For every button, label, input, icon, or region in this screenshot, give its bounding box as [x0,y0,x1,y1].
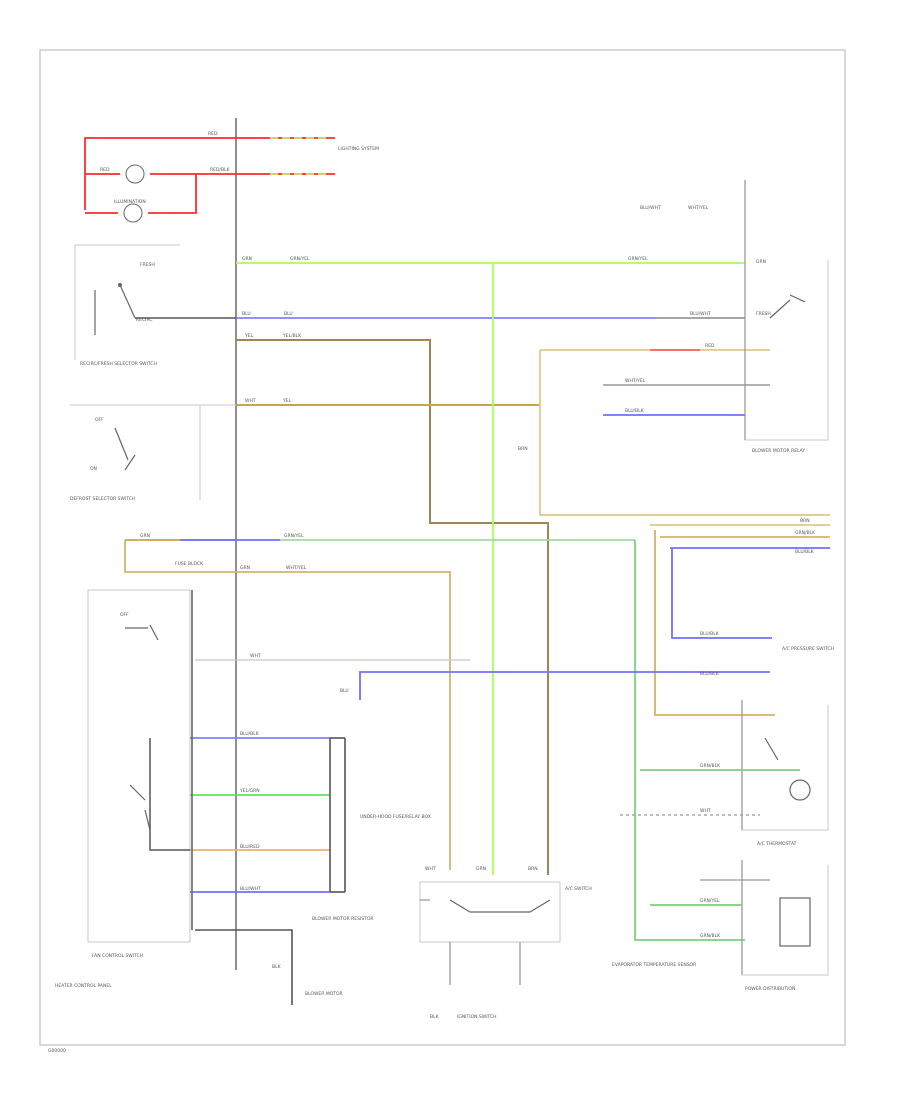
footer-code: G00000 [48,1048,66,1054]
fan-control-switch: OFF FAN CONTROL SWITCH HEATER CONTROL PA… [55,589,191,989]
illumination-bulb-icon [123,203,143,223]
wire-label: BRN [528,866,538,872]
wire-label: BLU [242,311,251,317]
wire-label: BLU [340,688,349,694]
wire-label: GRN [476,866,486,872]
wire-label: GRN/YEL [290,256,310,262]
wire-label: GRN [140,533,150,539]
wire-label: BLU/BLK [700,671,720,677]
position-label: OFF [120,612,129,618]
lighting-system-label: LIGHTING SYSTEM [338,146,379,152]
wire-label: WHT [425,866,436,872]
relay-label: A/C SWITCH [565,886,592,892]
power-distribution-label: POWER DISTRIBUTION [745,986,795,992]
fuse-label: FUSE BLOCK [175,561,204,567]
illumination-circuit: RED RED RED/BLK ILLUMINATION LIGHTING SY… [84,131,379,223]
center-relay-box: WHT GRN BRN A/C SWITCH BLK IGNITION SWIT… [419,866,592,1020]
ignition-switch-label: IGNITION SWITCH [457,1014,497,1020]
wire-label: WHT [700,808,711,814]
wire-label: BLU/WHT [240,886,261,892]
wire-label: BLU/RED [240,844,260,850]
recirc-fresh-selector: FRESH RECIRC RECIRC/FRESH SELECTOR SWITC… [74,244,236,367]
recirc-fresh-selector-label: RECIRC/FRESH SELECTOR SWITCH [80,361,157,367]
position-label: RECIRC [136,317,152,323]
position-label: FRESH [756,311,771,317]
wire-label: GRN [756,259,766,265]
wire-label: BLU/BLK [240,731,260,737]
wire-label: RED [705,343,715,349]
diagram-frame [39,49,846,1046]
position-label: OFF [95,417,104,423]
wire-label: BLU/WHT [690,311,711,317]
blower-relay-block: BLU/WHT WHT/YEL GRN FRESH BLOWER MOTOR R… [640,180,829,454]
wire-label: GRN/YEL [284,533,304,539]
wire-label: YEL [282,398,292,404]
blower-relay-label: BLOWER MOTOR RELAY [752,448,805,454]
wire-label: GRN/BLK [795,530,816,536]
wire-label: WHT/YEL [625,378,646,384]
defrost-selector-label: DEFROST SELECTOR SWITCH [70,496,135,502]
wire-blu-upper [359,671,770,700]
wire-label: RED/BLK [210,167,231,173]
wire-label: GRN/BLK [700,933,721,939]
blower-motor-label: BLOWER MOTOR [305,991,343,997]
wire-label: YEL/BLK [282,333,302,339]
wire-label: WHT [245,398,256,404]
wire-label: BLK [430,1014,440,1020]
wire-label: BLU/BLK [625,408,645,414]
wire-label: GRN/YEL [700,898,720,904]
wire-label: YEL [244,333,254,339]
illumination-label: ILLUMINATION [114,199,146,205]
wire-label: WHT [250,653,261,659]
evaporator-sensor-block: GRN/YEL GRN/BLK EVAPORATOR TEMPERATURE S… [612,860,829,992]
wire-brn [236,339,549,875]
wire-label: RED [208,131,218,137]
fuse-label: UNDER-HOOD FUSE/RELAY BOX [360,814,431,820]
evaporator-temp-sensor-label: EVAPORATOR TEMPERATURE SENSOR [612,962,696,968]
wire-label: WHT/YEL [286,565,307,571]
blower-motor-resistor-label: BLOWER MOTOR RESISTOR [312,916,374,922]
wire-label: GRN/YEL [628,256,648,262]
wire-label: BRN [800,518,810,524]
ac-thermostat-block: GRN/BLK WHT A/C THERMOSTAT [620,700,829,847]
fuse-label: BLU/WHT [640,205,661,211]
position-label: FRESH [140,262,155,268]
position-label: ON [90,466,97,472]
illumination-bulb-icon [125,164,145,184]
wire-label: BLK [272,964,282,970]
wire-label: BLU/BLK [700,631,720,637]
ac-pressure-switch-label: A/C PRESSURE SWITCH [782,646,834,652]
wire-label: BLU/BLK [795,549,815,555]
fan-control-switch-label: FAN CONTROL SWITCH [92,953,143,959]
defrost-selector: OFF ON DEFROST SELECTOR SWITCH [70,404,236,502]
wire-label: GRN [240,565,250,571]
wire-label: YEL/GRN [239,788,260,794]
wire-label: GRN/BLK [700,763,721,769]
compressor-clutch-icon [789,779,811,801]
heater-control-panel-label: HEATER CONTROL PANEL [55,983,112,989]
ac-thermostat-label: A/C THERMOSTAT [757,841,797,847]
wire-label: WHT/YEL [688,205,709,211]
wire-label: BLU [284,311,293,317]
blower-motor-resistor: UNDER-HOOD FUSE/RELAY BOX BLOWER MOTOR R… [312,737,431,922]
wire-label: RED [100,167,110,173]
wire-label: GRN [242,256,252,262]
wire-label: BRN [518,446,528,452]
